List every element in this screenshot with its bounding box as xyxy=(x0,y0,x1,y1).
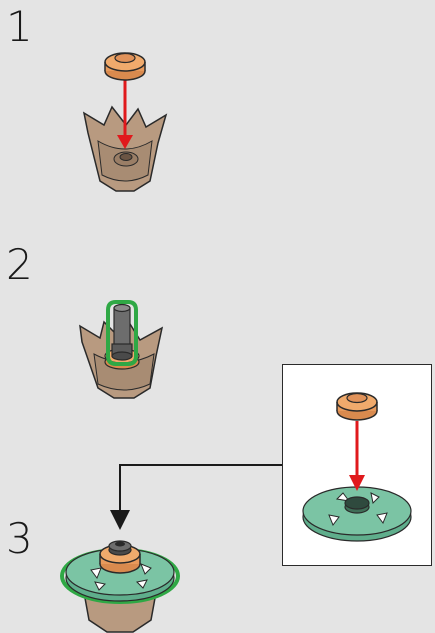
down-arrow-icon xyxy=(110,510,130,530)
step-1-figure xyxy=(82,52,168,192)
callout-box xyxy=(282,364,432,566)
round-disc-icon xyxy=(302,486,412,542)
callout-figure xyxy=(302,392,412,542)
step-2-number: 2 xyxy=(6,240,33,289)
axle-pin-icon xyxy=(108,540,132,556)
step-2-figure xyxy=(79,300,164,399)
step-3-number: 3 xyxy=(6,514,33,563)
step-1-number: 1 xyxy=(6,2,33,51)
round-plate-icon xyxy=(104,52,146,81)
round-plate-icon xyxy=(336,392,378,421)
axle-pin-icon xyxy=(106,300,138,366)
step-3-figure xyxy=(60,540,180,633)
